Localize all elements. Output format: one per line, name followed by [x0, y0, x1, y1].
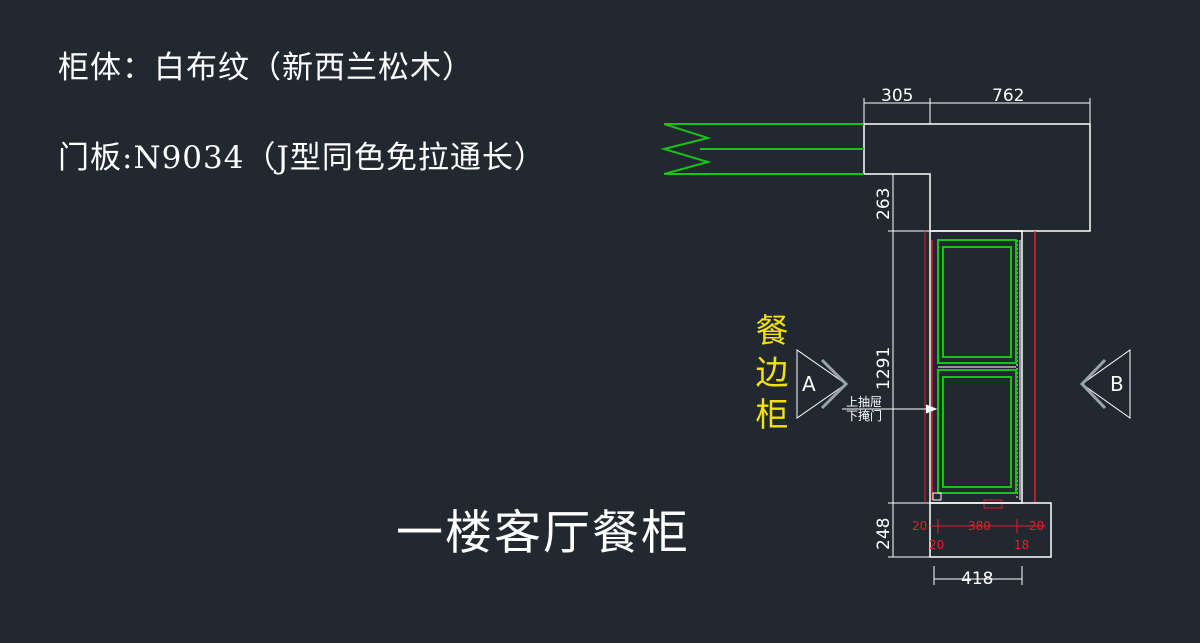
bottom-dimension [933, 566, 1023, 585]
drawing-title: 一楼客厅餐柜 [396, 506, 690, 561]
side-label-char: 餐 [755, 311, 789, 350]
wall-outline [863, 123, 1091, 232]
view-label-a: A [802, 372, 816, 396]
dim-1291: 1291 [874, 347, 894, 390]
view-marker-a [796, 349, 849, 419]
adjacent-cabinet [660, 123, 864, 175]
callout-upper-drawer: 上抽屉 [846, 395, 882, 409]
callout-leader [842, 404, 938, 414]
cabinet-base [929, 502, 1052, 558]
side-cabinet-label: 餐 边 柜 [752, 310, 792, 436]
dim-418: 418 [961, 569, 993, 589]
dim-762: 762 [992, 86, 1024, 106]
dim-305: 305 [881, 86, 913, 106]
view-marker-b [1079, 349, 1131, 419]
base-red-dims [930, 519, 1045, 533]
door-panel-note: 门板:N9034（J型同色免拉通长） [58, 140, 546, 176]
sideboard-cabinet [924, 230, 1036, 509]
dim-263: 263 [874, 188, 894, 220]
left-dimension [888, 173, 930, 558]
view-label-b: B [1110, 372, 1124, 396]
dim-base-right-b: 18 [1014, 538, 1029, 552]
callout-lower-door: 下掩门 [846, 408, 882, 423]
cabinet-body-note: 柜体：白布纹（新西兰松木） [58, 50, 474, 86]
dim-base-mid: 380 [968, 519, 991, 533]
dim-248: 248 [874, 518, 894, 550]
dim-base-right-a: 20 [1029, 519, 1044, 533]
dim-base-left-a: 20 [912, 519, 927, 533]
dim-base-left-b: 20 [929, 538, 944, 552]
side-label-char: 柜 [755, 395, 789, 434]
side-label-char: 边 [755, 353, 789, 392]
top-dimension [863, 98, 1091, 124]
